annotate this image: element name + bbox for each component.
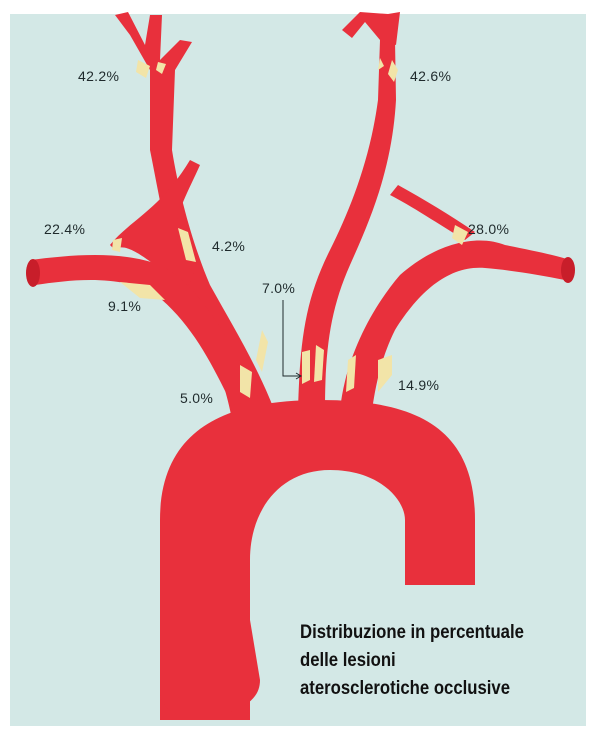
center-pointer-line (283, 300, 300, 376)
left-subclavian-lumen (26, 259, 40, 287)
label-left-upper-branch: 22.4% (44, 221, 85, 237)
arterial-tree (26, 12, 575, 720)
caption-line-2: delle lesioni (300, 647, 560, 675)
left-vertebral-branches (115, 12, 192, 75)
diagram-caption: Distribuzione in percentuale delle lesio… (300, 619, 560, 703)
label-center-origin: 7.0% (262, 280, 295, 296)
caption-line-3: aterosclerotiche occlusive (300, 675, 560, 703)
label-right-vertebral: 42.6% (410, 68, 451, 84)
caption-line-1: Distribuzione in percentuale (300, 619, 560, 647)
label-right-common-origin: 14.9% (398, 377, 439, 393)
lesion-right-common-b (378, 355, 392, 392)
label-left-common-origin: 5.0% (180, 390, 213, 406)
right-common-carotid (340, 240, 570, 410)
label-left-subclavian: 9.1% (108, 298, 141, 314)
right-vertebral-branches (342, 12, 400, 45)
label-left-vertebral: 42.2% (78, 68, 119, 84)
right-subclavian-lumen (561, 257, 575, 283)
lesion-left-upper (112, 238, 122, 252)
label-pointer (283, 300, 301, 379)
lesion-center-a (302, 350, 310, 384)
aortic-root-bulge (160, 620, 260, 717)
label-left-inner-origin: 4.2% (212, 238, 245, 254)
label-right-subclavian-branch: 28.0% (468, 221, 509, 237)
lesion-left-common-b (256, 330, 268, 372)
